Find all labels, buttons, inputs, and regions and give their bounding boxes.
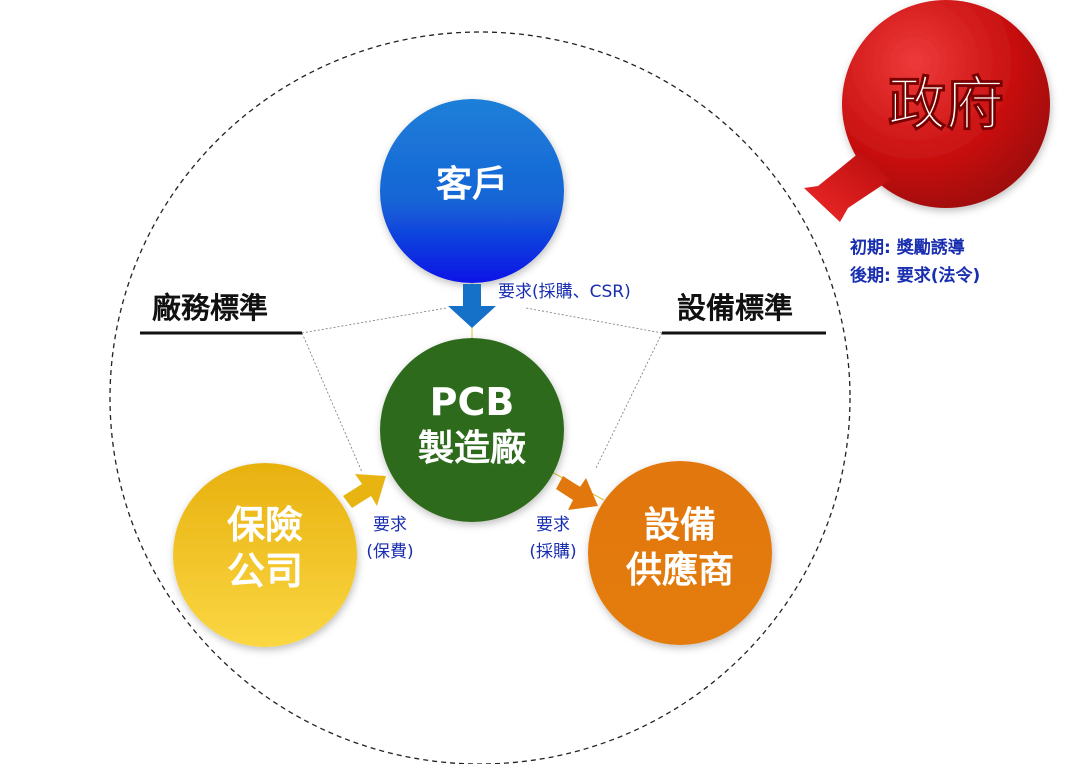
customer-pcb-relation-label: 要求(採購、CSR) bbox=[498, 282, 631, 302]
ecosystem-boundary-circle bbox=[109, 31, 851, 764]
factory-standard-label: 廠務標準 bbox=[152, 291, 268, 325]
equipment-supplier-node bbox=[588, 461, 772, 645]
equipment-supplier-label-line2: 供應商 bbox=[626, 549, 734, 591]
government-note-line2: 後期: 要求(法令) bbox=[850, 265, 980, 286]
customer-node bbox=[380, 99, 564, 283]
pcb-node bbox=[380, 338, 564, 522]
equipment-supplier-label-line1: 設備 bbox=[644, 505, 716, 546]
arrow-pcb-to-equipment bbox=[556, 476, 598, 510]
insurance-node bbox=[173, 463, 357, 647]
pcb-label-line1: PCB bbox=[430, 380, 515, 424]
connector-equipment-standard-supplier bbox=[595, 332, 663, 469]
arrow-customer-to-pcb bbox=[448, 284, 496, 328]
government-note-line1: 初期: 獎勵誘導 bbox=[850, 237, 965, 258]
government-label: 政府 bbox=[888, 70, 1004, 138]
customer-label: 客戶 bbox=[436, 164, 508, 205]
insurance-relation-label-line1: 要求 bbox=[373, 515, 407, 535]
connector-factory-standard-insurance bbox=[301, 332, 363, 473]
arrow-insurance-to-pcb bbox=[343, 474, 386, 508]
equipment-relation-label-line1: 要求 bbox=[536, 515, 570, 535]
connector-equipment-standard bbox=[525, 307, 663, 334]
pcb-label-line2: 製造廠 bbox=[418, 427, 526, 469]
insurance-label-line1: 保險 bbox=[227, 503, 303, 547]
connector-factory-standard bbox=[301, 307, 447, 334]
equipment-standard-label: 設備標準 bbox=[677, 291, 793, 325]
equipment-relation-label-line2: (採購) bbox=[529, 542, 576, 562]
insurance-label-line2: 公司 bbox=[227, 549, 303, 593]
insurance-relation-label-line2: (保費) bbox=[366, 542, 413, 562]
government-node bbox=[842, 0, 1050, 208]
arrow-government-to-ecosystem bbox=[804, 152, 890, 222]
